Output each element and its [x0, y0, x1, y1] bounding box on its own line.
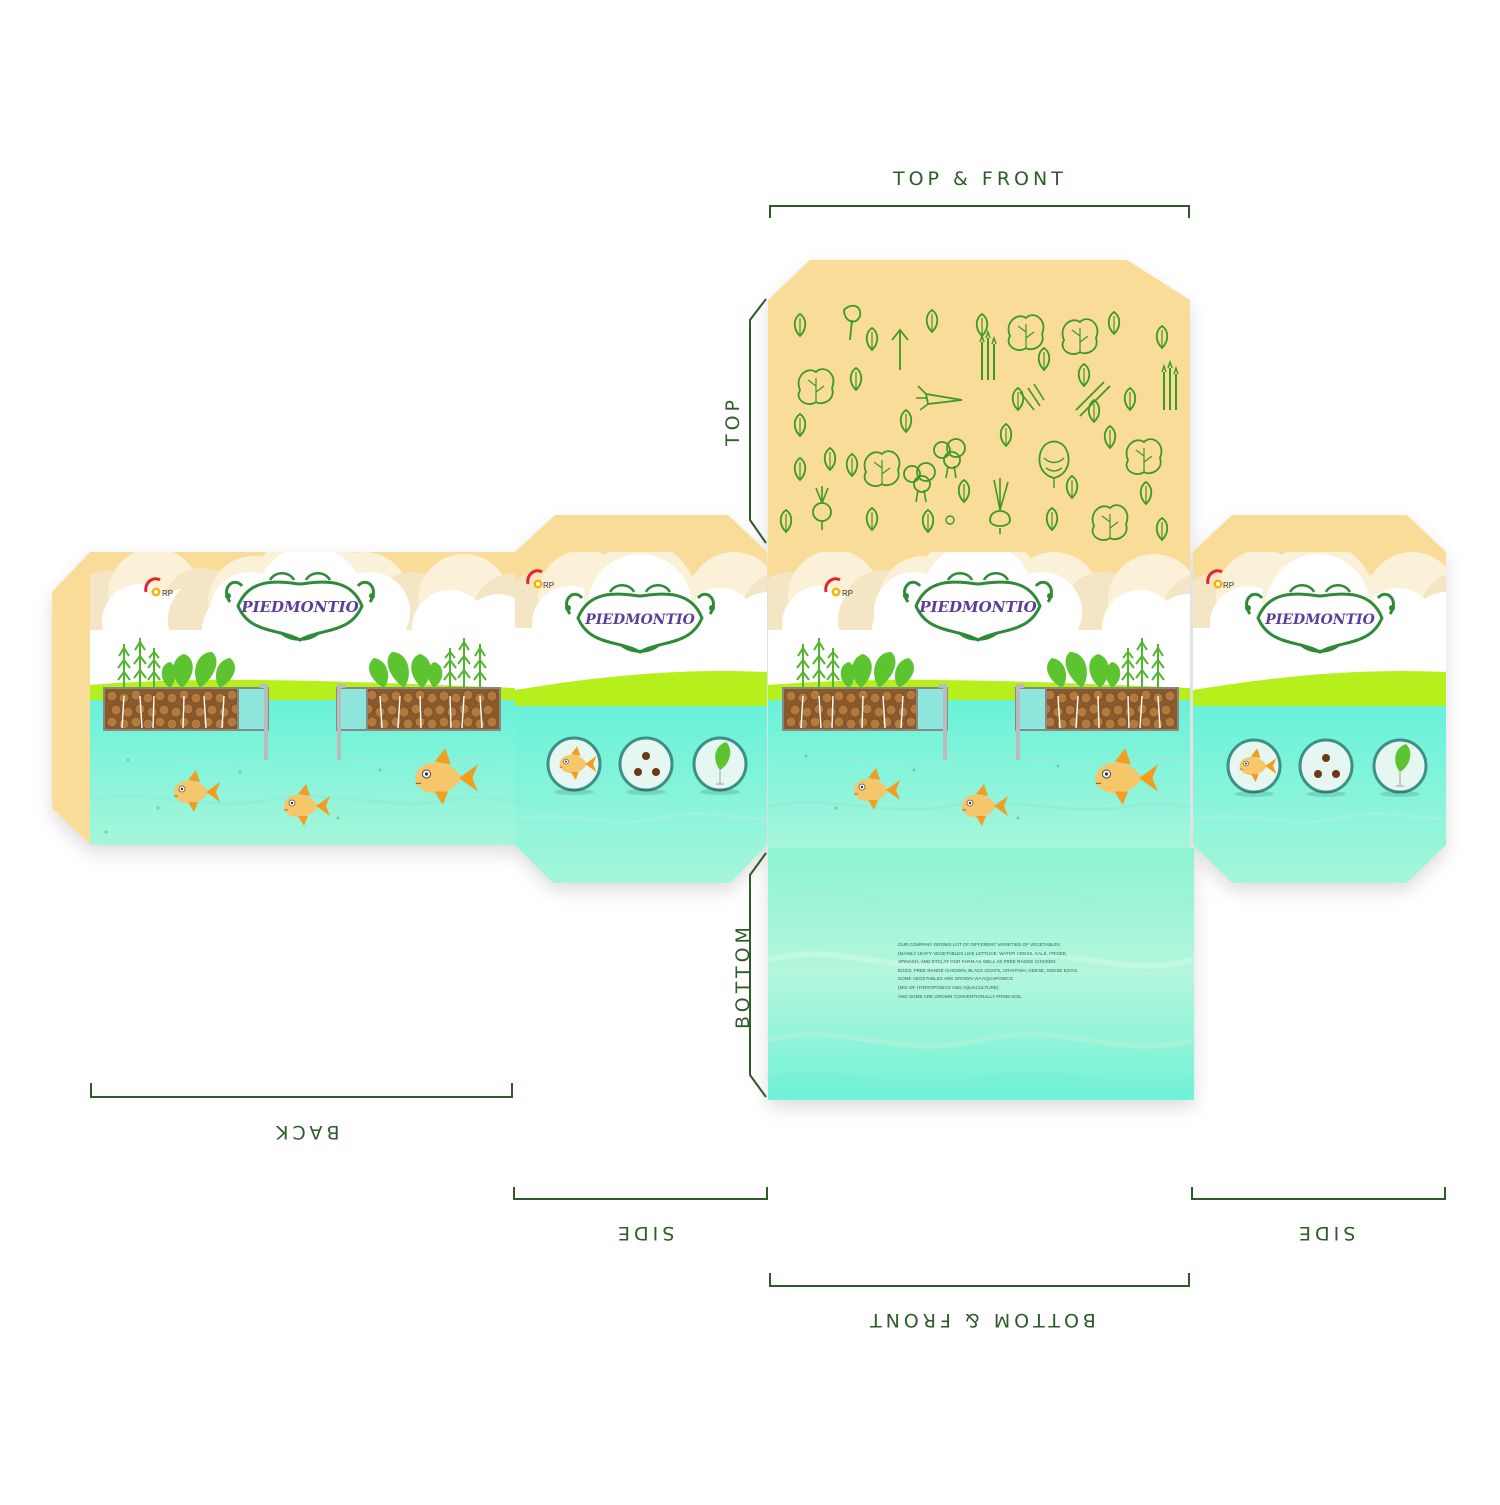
label-bottom-front: BOTTOM & FRONT — [866, 1309, 1096, 1331]
label-bottom: BOTTOM — [731, 923, 754, 1029]
bottom-panel — [768, 848, 1194, 1100]
bottom-line: EGGS, FREE RANGE CHICKEN, BLACK GOATS, C… — [898, 967, 1079, 973]
label-side-right: SIDE — [1295, 1222, 1356, 1244]
label-back: BACK — [272, 1121, 340, 1143]
bottom-line: SPINACH, AND ETC) AT OUR FARM AS WELL AS… — [898, 959, 1056, 965]
back-scene — [90, 552, 515, 845]
top-doodles — [779, 304, 1179, 541]
dimension-lines — [90, 205, 1446, 1287]
label-top: TOP — [722, 395, 745, 447]
seedling-icon — [715, 742, 731, 785]
bottom-line: (MAINLY LEAFY VEGETABLES LIKE LETTUCE, W… — [898, 950, 1068, 956]
seedling-icon — [1395, 744, 1411, 787]
label-top-front: TOP & FRONT — [893, 168, 1067, 190]
left-side-scene — [515, 552, 767, 883]
bottom-line: OUR COMPANY GROWS LOT OF DIFFERENT VARIE… — [898, 942, 1061, 947]
bottom-scene — [767, 891, 1195, 1088]
front-scene — [768, 552, 1190, 848]
bugs-icon — [634, 752, 660, 776]
bottom-line: SOME VEGETABLES ARE GROWN VIA AQUAPONICS — [898, 976, 1013, 982]
top-flap-panel — [768, 260, 1190, 552]
label-side-left: SIDE — [614, 1222, 675, 1244]
bottom-line: AND SOME ARE GROWN CONVENTIONALLY FROM S… — [898, 993, 1023, 999]
bottom-line: (MIX OF HYDROPONICS AND AQUACULTURE) — [898, 984, 999, 990]
bugs-icon — [1314, 754, 1340, 778]
bottom-description: OUR COMPANY GROWS LOT OF DIFFERENT VARIE… — [898, 941, 1078, 1001]
right-side-scene — [1193, 552, 1446, 883]
